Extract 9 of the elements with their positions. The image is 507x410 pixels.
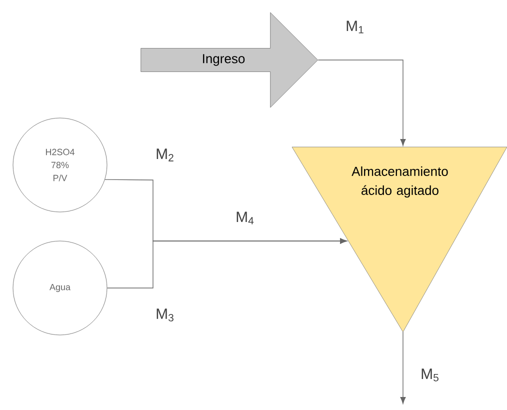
flow-line bbox=[318, 60, 406, 146]
stream-label: M$_{5}$ bbox=[420, 368, 440, 382]
stream-label: M$_{3}$ bbox=[154, 308, 176, 322]
tank-triangle: Almacenamiento ácido agitado bbox=[292, 146, 507, 332]
flow-line bbox=[106, 238, 347, 288]
stream-label: M$_{4}$ bbox=[236, 212, 254, 224]
stream-label: M$_{2}$ bbox=[154, 148, 176, 162]
flow-line bbox=[400, 332, 406, 404]
stream-label: M$_{1}$ bbox=[344, 20, 366, 34]
